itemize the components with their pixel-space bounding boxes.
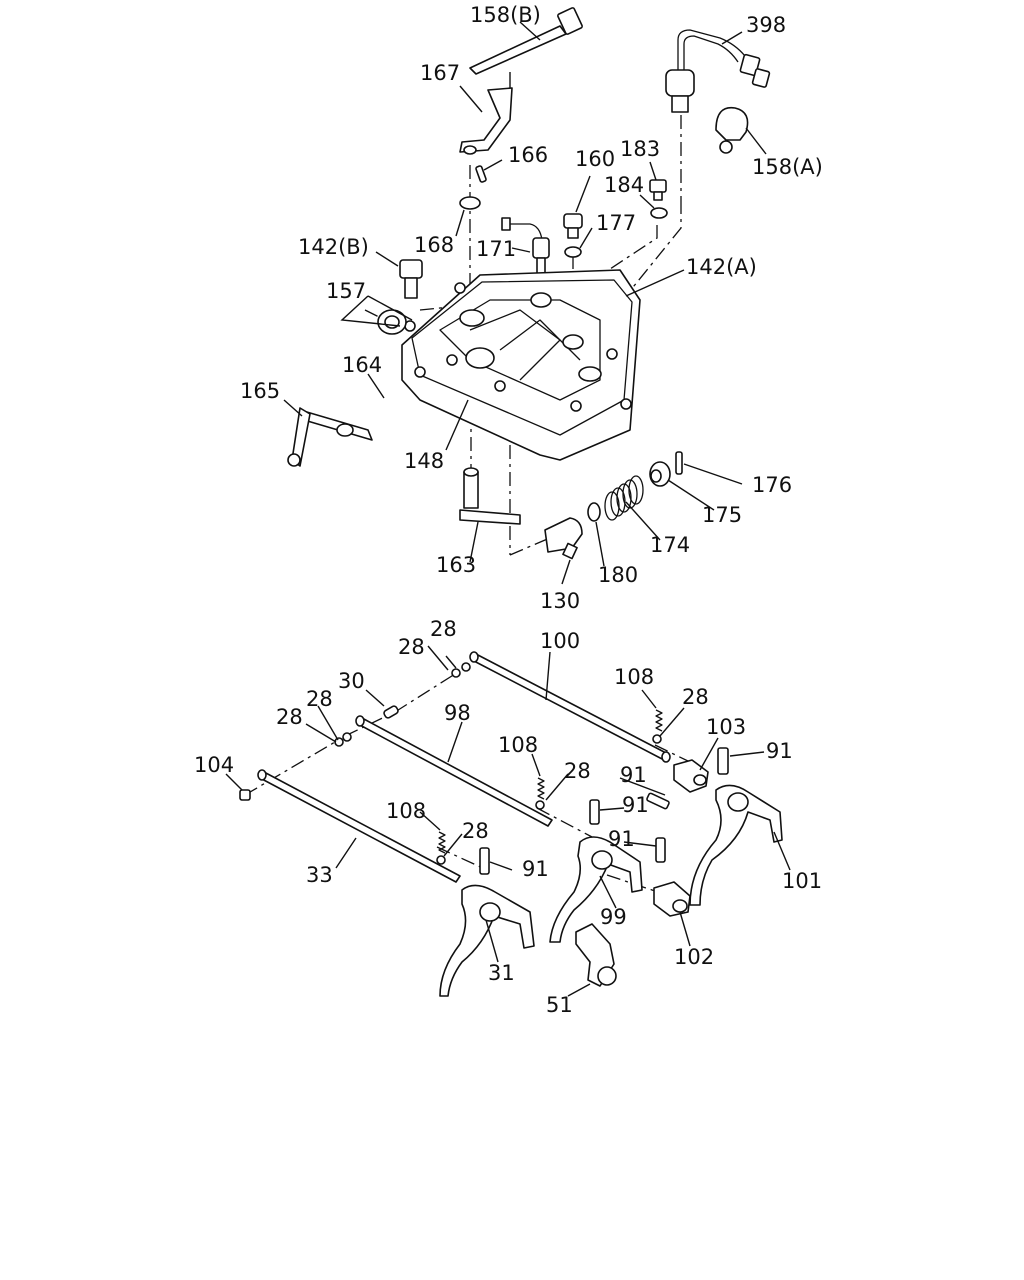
- callout-130: 130: [540, 589, 580, 613]
- callout-101: 101: [782, 869, 822, 893]
- callout-142b: 142(B): [298, 235, 369, 259]
- callout-175: 175: [702, 503, 742, 527]
- callout-160: 160: [575, 147, 615, 171]
- callout-158a: 158(A): [752, 155, 823, 179]
- springs-108: [438, 709, 663, 854]
- callout-174: 174: [650, 533, 690, 557]
- callout-91-a: 91: [766, 739, 793, 763]
- callout-103: 103: [706, 715, 746, 739]
- callout-91-e: 91: [522, 857, 549, 881]
- callout-158b: 158(B): [470, 3, 541, 27]
- callout-30: 30: [338, 669, 365, 693]
- callout-91-b: 91: [620, 763, 647, 787]
- callout-166: 166: [508, 143, 548, 167]
- switch-398: [665, 29, 771, 113]
- callout-108-b: 108: [498, 733, 538, 757]
- callout-164: 164: [342, 353, 382, 377]
- callout-157: 157: [326, 279, 366, 303]
- interlock-pin-30: [383, 705, 399, 719]
- callout-28-f: 28: [564, 759, 591, 783]
- callout-163: 163: [436, 553, 476, 577]
- callout-171: 171: [476, 237, 516, 261]
- callout-28-e: 28: [276, 705, 303, 729]
- sensor-171: [501, 217, 550, 275]
- washer-184: [650, 207, 668, 219]
- callout-180: 180: [598, 563, 638, 587]
- callout-91-c: 91: [622, 793, 649, 817]
- gear-shift-cover-148: [401, 269, 641, 461]
- shift-rail-100: [469, 651, 671, 763]
- callout-28-d: 28: [682, 685, 709, 709]
- bolt-142b: [399, 259, 423, 299]
- shift-block-51: [575, 923, 617, 987]
- pin-166: [475, 165, 487, 183]
- shift-rail-33: [257, 769, 461, 883]
- callout-108-a: 108: [614, 665, 654, 689]
- callout-148: 148: [404, 449, 444, 473]
- callout-398: 398: [746, 13, 786, 37]
- callout-176: 176: [752, 473, 792, 497]
- shift-fork-101: [689, 784, 783, 906]
- callout-102: 102: [674, 945, 714, 969]
- clip-158a: [715, 106, 749, 154]
- callout-165: 165: [240, 379, 280, 403]
- callout-31: 31: [488, 961, 515, 985]
- callout-33: 33: [306, 863, 333, 887]
- washer-180: [587, 502, 601, 522]
- callout-168: 168: [414, 233, 454, 257]
- shift-block-102: [653, 881, 691, 917]
- pin-176: [675, 451, 683, 475]
- detent-balls-28: [334, 662, 662, 865]
- oil-seal-164: [377, 309, 407, 335]
- bolt-183: [649, 179, 667, 201]
- callout-104: 104: [194, 753, 234, 777]
- shift-rail-98: [355, 715, 553, 827]
- shift-fork-31: [439, 884, 535, 997]
- callout-177: 177: [596, 211, 636, 235]
- plug-104: [239, 789, 251, 801]
- callout-142a: 142(A): [686, 255, 757, 279]
- shift-lever-165: [287, 407, 373, 467]
- callout-91-d: 91: [608, 827, 635, 851]
- callout-108-c: 108: [386, 799, 426, 823]
- shift-arm-163: [459, 467, 521, 525]
- cable-tie-158b: [469, 7, 583, 75]
- callout-183: 183: [620, 137, 660, 161]
- shift-block-103: [673, 759, 709, 793]
- callout-100: 100: [540, 629, 580, 653]
- callout-28-c: 28: [306, 687, 333, 711]
- bracket-167: [459, 72, 513, 155]
- callout-98: 98: [444, 701, 471, 725]
- roll-pins-91: [479, 747, 729, 875]
- callout-51: 51: [546, 993, 573, 1017]
- washer-168: [459, 196, 481, 210]
- callout-28-g: 28: [462, 819, 489, 843]
- callout-28-a: 28: [430, 617, 457, 641]
- spring-174: [604, 475, 644, 521]
- detent-130: [544, 517, 583, 560]
- callout-167: 167: [420, 61, 460, 85]
- callout-28-b: 28: [398, 635, 425, 659]
- plug-160: [563, 213, 583, 239]
- plug-175: [649, 461, 671, 487]
- washer-177: [564, 246, 582, 258]
- callout-labels: 158(B) 398 167 166 160 183 184 158(A) 17…: [194, 3, 823, 1017]
- leader-lines: [225, 21, 791, 997]
- callout-184: 184: [604, 173, 644, 197]
- shift-fork-99: [549, 836, 643, 943]
- callout-99: 99: [600, 905, 627, 929]
